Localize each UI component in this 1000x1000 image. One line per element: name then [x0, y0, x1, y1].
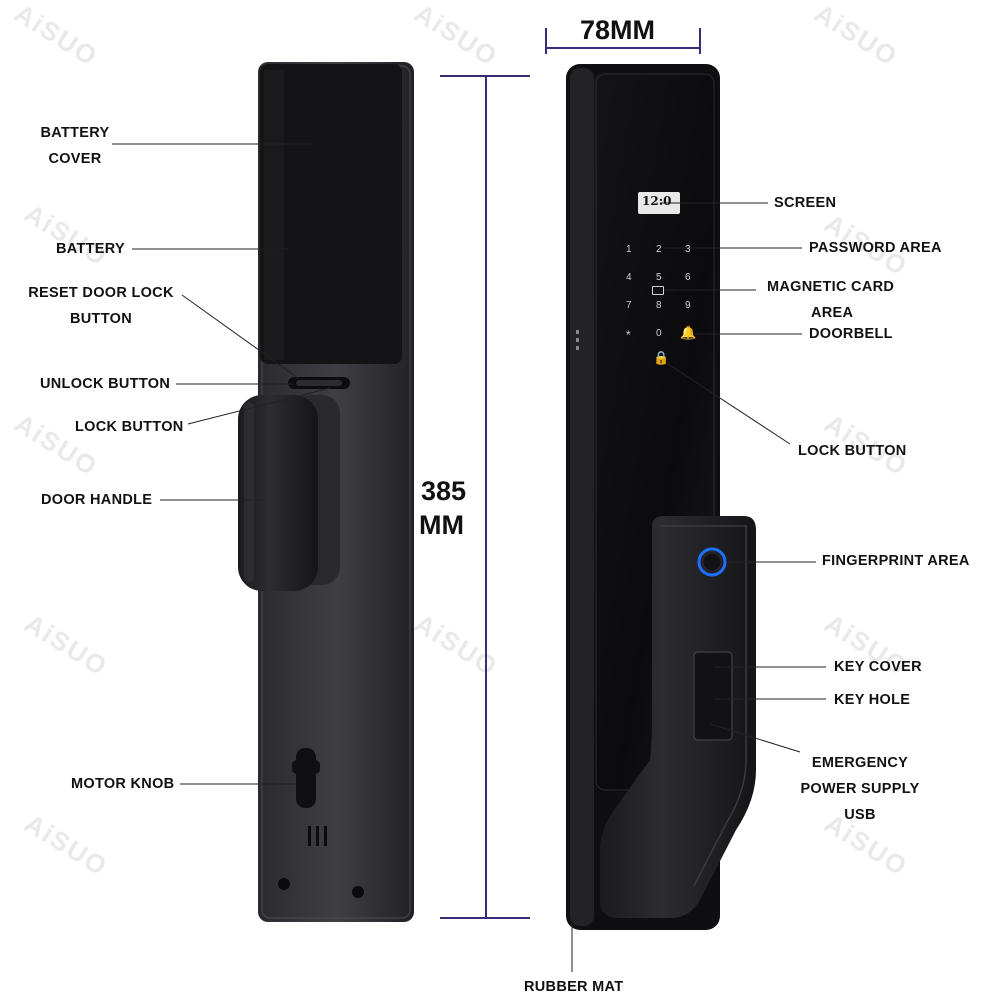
front-handle [600, 516, 756, 918]
key-1[interactable]: 1 [626, 244, 632, 255]
unlock-button [296, 380, 342, 386]
key-2[interactable]: 2 [656, 244, 662, 255]
label-reset-button: RESET DOOR LOCK BUTTON [25, 280, 177, 332]
speaker-slot [316, 826, 319, 846]
width-dimension [545, 28, 701, 54]
label-rubber-mat: RUBBER MAT [524, 979, 624, 995]
key-9[interactable]: 9 [685, 300, 691, 311]
key-0[interactable]: 0 [656, 328, 662, 339]
screen [638, 192, 680, 214]
label-reset-line2: BUTTON [70, 311, 132, 327]
screw-hole [352, 886, 364, 898]
label-password-area: PASSWORD AREA [809, 240, 942, 256]
label-emergency-usb: EMERGENCY POWER SUPPLY USB [790, 750, 930, 828]
width-dimension-label: 78MM [580, 15, 656, 45]
label-key-hole: KEY HOLE [834, 692, 911, 708]
label-motor-knob: MOTOR KNOB [71, 776, 175, 792]
battery-cover [260, 64, 402, 364]
speaker-slot [308, 826, 311, 846]
screw-hole [278, 878, 290, 890]
label-door-handle: DOOR HANDLE [41, 492, 153, 508]
height-dimension-unit: MM [419, 510, 464, 540]
label-emergency-line3: USB [844, 807, 876, 823]
front-lock-panel [566, 64, 756, 930]
key-5[interactable]: 5 [656, 272, 662, 283]
label-battery-cover: BATTERY COVER [36, 120, 114, 172]
label-lock-button-front: LOCK BUTTON [798, 443, 907, 459]
label-lock-button-back: LOCK BUTTON [75, 419, 184, 435]
label-unlock-button: UNLOCK BUTTON [40, 376, 171, 392]
fingerprint-ring [697, 547, 727, 577]
speaker-slot [324, 826, 327, 846]
magnetic-card-icon [652, 286, 664, 295]
key-8[interactable]: 8 [656, 300, 662, 311]
key-3[interactable]: 3 [685, 244, 691, 255]
door-handle [238, 395, 318, 591]
motor-knob [296, 748, 316, 808]
doorbell-icon[interactable]: 🔔 [680, 325, 697, 340]
label-fingerprint-area: FINGERPRINT AREA [822, 553, 970, 569]
label-magnetic-card: MAGNETIC CARD [767, 279, 895, 295]
fingerprint-sensor [702, 552, 722, 572]
leader-lines [112, 143, 826, 972]
label-doorbell: DOORBELL [809, 326, 893, 342]
height-dimension-value: 385 [421, 476, 467, 506]
key-4[interactable]: 4 [626, 272, 632, 283]
label-battery: BATTERY [56, 241, 125, 257]
height-dimension [440, 75, 530, 919]
label-emergency-line1: EMERGENCY [811, 755, 909, 771]
screen-time: 12:0 [642, 194, 672, 208]
label-key-cover: KEY COVER [834, 659, 922, 675]
key-cover [693, 651, 733, 741]
key-7[interactable]: 7 [626, 300, 632, 311]
label-battery-cover-line2: COVER [48, 151, 102, 167]
key-star[interactable]: * [626, 328, 631, 342]
lock-icon[interactable]: 🔒 [653, 350, 670, 365]
label-reset-line1: RESET DOOR LOCK [28, 285, 174, 301]
label-magnetic-card-area: AREA [811, 305, 854, 321]
back-lock-panel [238, 62, 414, 922]
label-emergency-line2: POWER SUPPLY [800, 781, 920, 797]
key-6[interactable]: 6 [685, 272, 691, 283]
label-battery-cover-line1: BATTERY [40, 125, 110, 141]
label-screen: SCREEN [774, 195, 837, 211]
